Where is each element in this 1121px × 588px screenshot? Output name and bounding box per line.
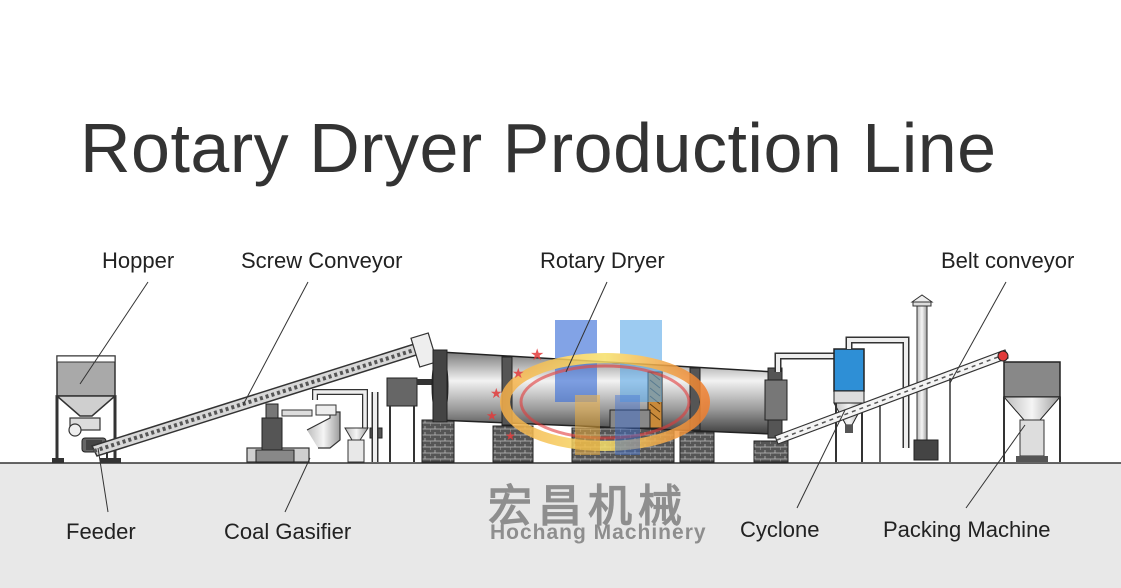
coal-gasifier-callout-line (284, 457, 311, 513)
ground (0, 463, 1121, 588)
rotary-dryer-label: Rotary Dryer (540, 248, 665, 273)
screw-conveyor-label: Screw Conveyor (241, 248, 403, 273)
screw-conveyor-machine (90, 332, 438, 463)
belt-conveyor-machine (774, 349, 1009, 462)
rotary-dryer-callout-line (565, 281, 608, 373)
coal-gasifier-label: Coal Gasifier (224, 519, 352, 544)
svg-text:★: ★ (486, 408, 498, 423)
brand-name-english: Hochang Machinery (490, 521, 707, 544)
hopper-callout-line (79, 281, 149, 385)
furnace (371, 377, 440, 462)
feeder-label: Feeder (66, 519, 136, 544)
cyclone-label: Cyclone (740, 517, 820, 542)
brand-logo: ★ ★ ★ ★ ★ (486, 320, 710, 455)
packing-machine-callout-line (965, 424, 1026, 509)
page-title: Rotary Dryer Production Line (80, 109, 997, 187)
feeder-callout-line (97, 447, 109, 513)
callout-lines (79, 281, 1026, 513)
packing-machine (1002, 361, 1062, 462)
brand-name-chinese: 宏昌机械 (488, 481, 688, 532)
belt-conveyor-callout-line (949, 281, 1007, 384)
cyclone-machine (774, 294, 939, 462)
svg-text:★: ★ (512, 365, 525, 381)
screw-conveyor-callout-line (242, 281, 309, 406)
svg-text:★: ★ (490, 385, 503, 401)
packing-machine-label: Packing Machine (883, 517, 1051, 542)
cyclone-callout-line (796, 409, 846, 509)
coal-gasifier-machine (246, 389, 383, 463)
belt-conveyor-label: Belt conveyor (941, 248, 1075, 273)
hopper-label: Hopper (102, 248, 175, 273)
svg-text:★: ★ (505, 429, 516, 443)
svg-text:★: ★ (530, 347, 544, 364)
